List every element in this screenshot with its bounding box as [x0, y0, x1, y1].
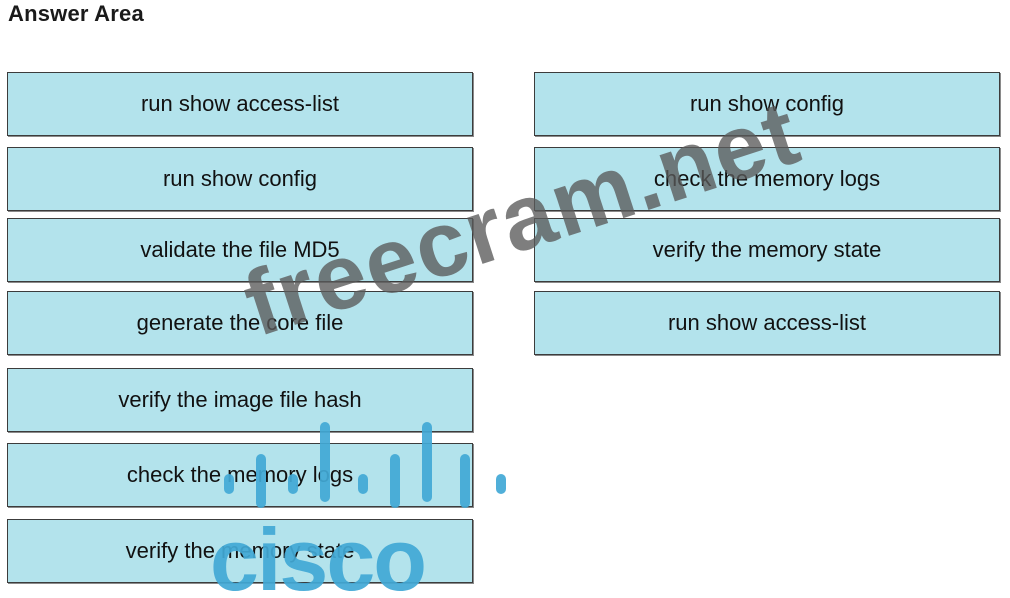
source-item-verify-memory-state[interactable]: verify the memory state [7, 519, 473, 583]
source-item-check-memory-logs[interactable]: check the memory logs [7, 443, 473, 507]
answer-slot-3[interactable]: verify the memory state [534, 218, 1000, 282]
answer-slot-4[interactable]: run show access-list [534, 291, 1000, 355]
source-item-generate-core-file[interactable]: generate the core file [7, 291, 473, 355]
answer-slot-1[interactable]: run show config [534, 72, 1000, 136]
source-item-validate-file-md5[interactable]: validate the file MD5 [7, 218, 473, 282]
answer-area-title: Answer Area [8, 1, 144, 26]
source-item-run-show-config[interactable]: run show config [7, 147, 473, 211]
answer-slot-2[interactable]: check the memory logs [534, 147, 1000, 211]
source-item-run-show-access-list[interactable]: run show access-list [7, 72, 473, 136]
source-item-verify-image-file-hash[interactable]: verify the image file hash [7, 368, 473, 432]
